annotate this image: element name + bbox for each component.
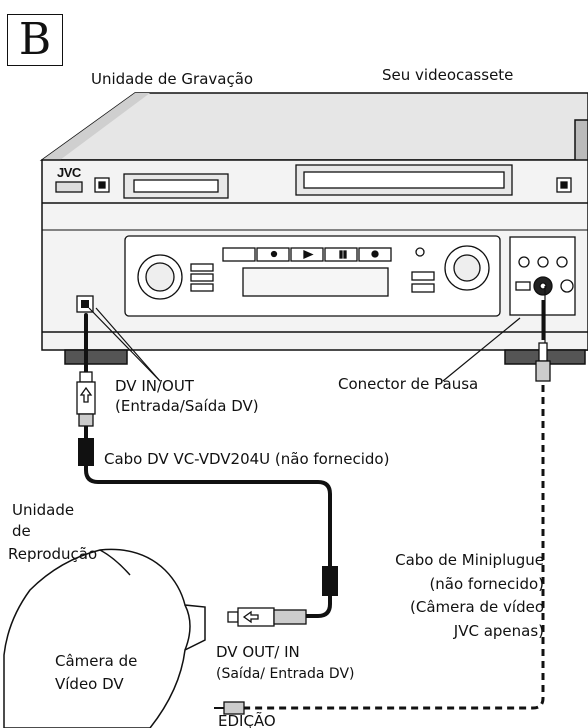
miniplug-cable <box>214 286 551 715</box>
dv-outin-label: DV OUT/ IN <box>216 643 300 661</box>
miniplug-label-4: JVC apenas) <box>453 622 544 640</box>
your-vcr-label: Seu videocassete <box>382 66 514 84</box>
dv-camera <box>3 548 206 728</box>
dv-inout-sub-label: (Entrada/Saída DV) <box>115 397 259 415</box>
vcr-unit <box>39 92 588 365</box>
edit-label: EDIÇÃO <box>218 712 276 728</box>
dv-inout-label: DV IN/OUT <box>115 377 194 395</box>
recording-unit-label: Unidade de Gravação <box>91 70 254 88</box>
dv-cable-label: Cabo DV VC-VDV204U (não fornecido) <box>104 450 390 468</box>
dv-cable <box>78 313 338 618</box>
playback-unit-label-3: Reprodução <box>8 545 98 563</box>
dv-plug-bottom <box>227 607 307 627</box>
camera-label-1: Câmera de <box>55 652 138 670</box>
camera-label-2: Vídeo DV <box>55 675 124 693</box>
playback-unit-label-2: de <box>12 522 31 540</box>
miniplug-label-3: (Câmera de vídeo <box>410 598 544 616</box>
vcr-front-left <box>55 164 572 199</box>
vcr-control-panel <box>124 235 501 317</box>
section-letter: B <box>7 14 63 66</box>
leader-lines <box>88 307 521 382</box>
dv-plug-top <box>76 371 96 427</box>
dv-outin-sub-label: (Saída/ Entrada DV) <box>216 666 355 682</box>
vcr-brand-logo: JVC <box>57 165 81 180</box>
playback-unit-label-1: Unidade <box>12 501 75 519</box>
pause-connector-label: Conector de Pausa <box>338 375 479 393</box>
miniplug-label-2: (não fornecido) <box>429 575 544 593</box>
miniplug-label-1: Cabo de Miniplugue <box>395 551 544 569</box>
